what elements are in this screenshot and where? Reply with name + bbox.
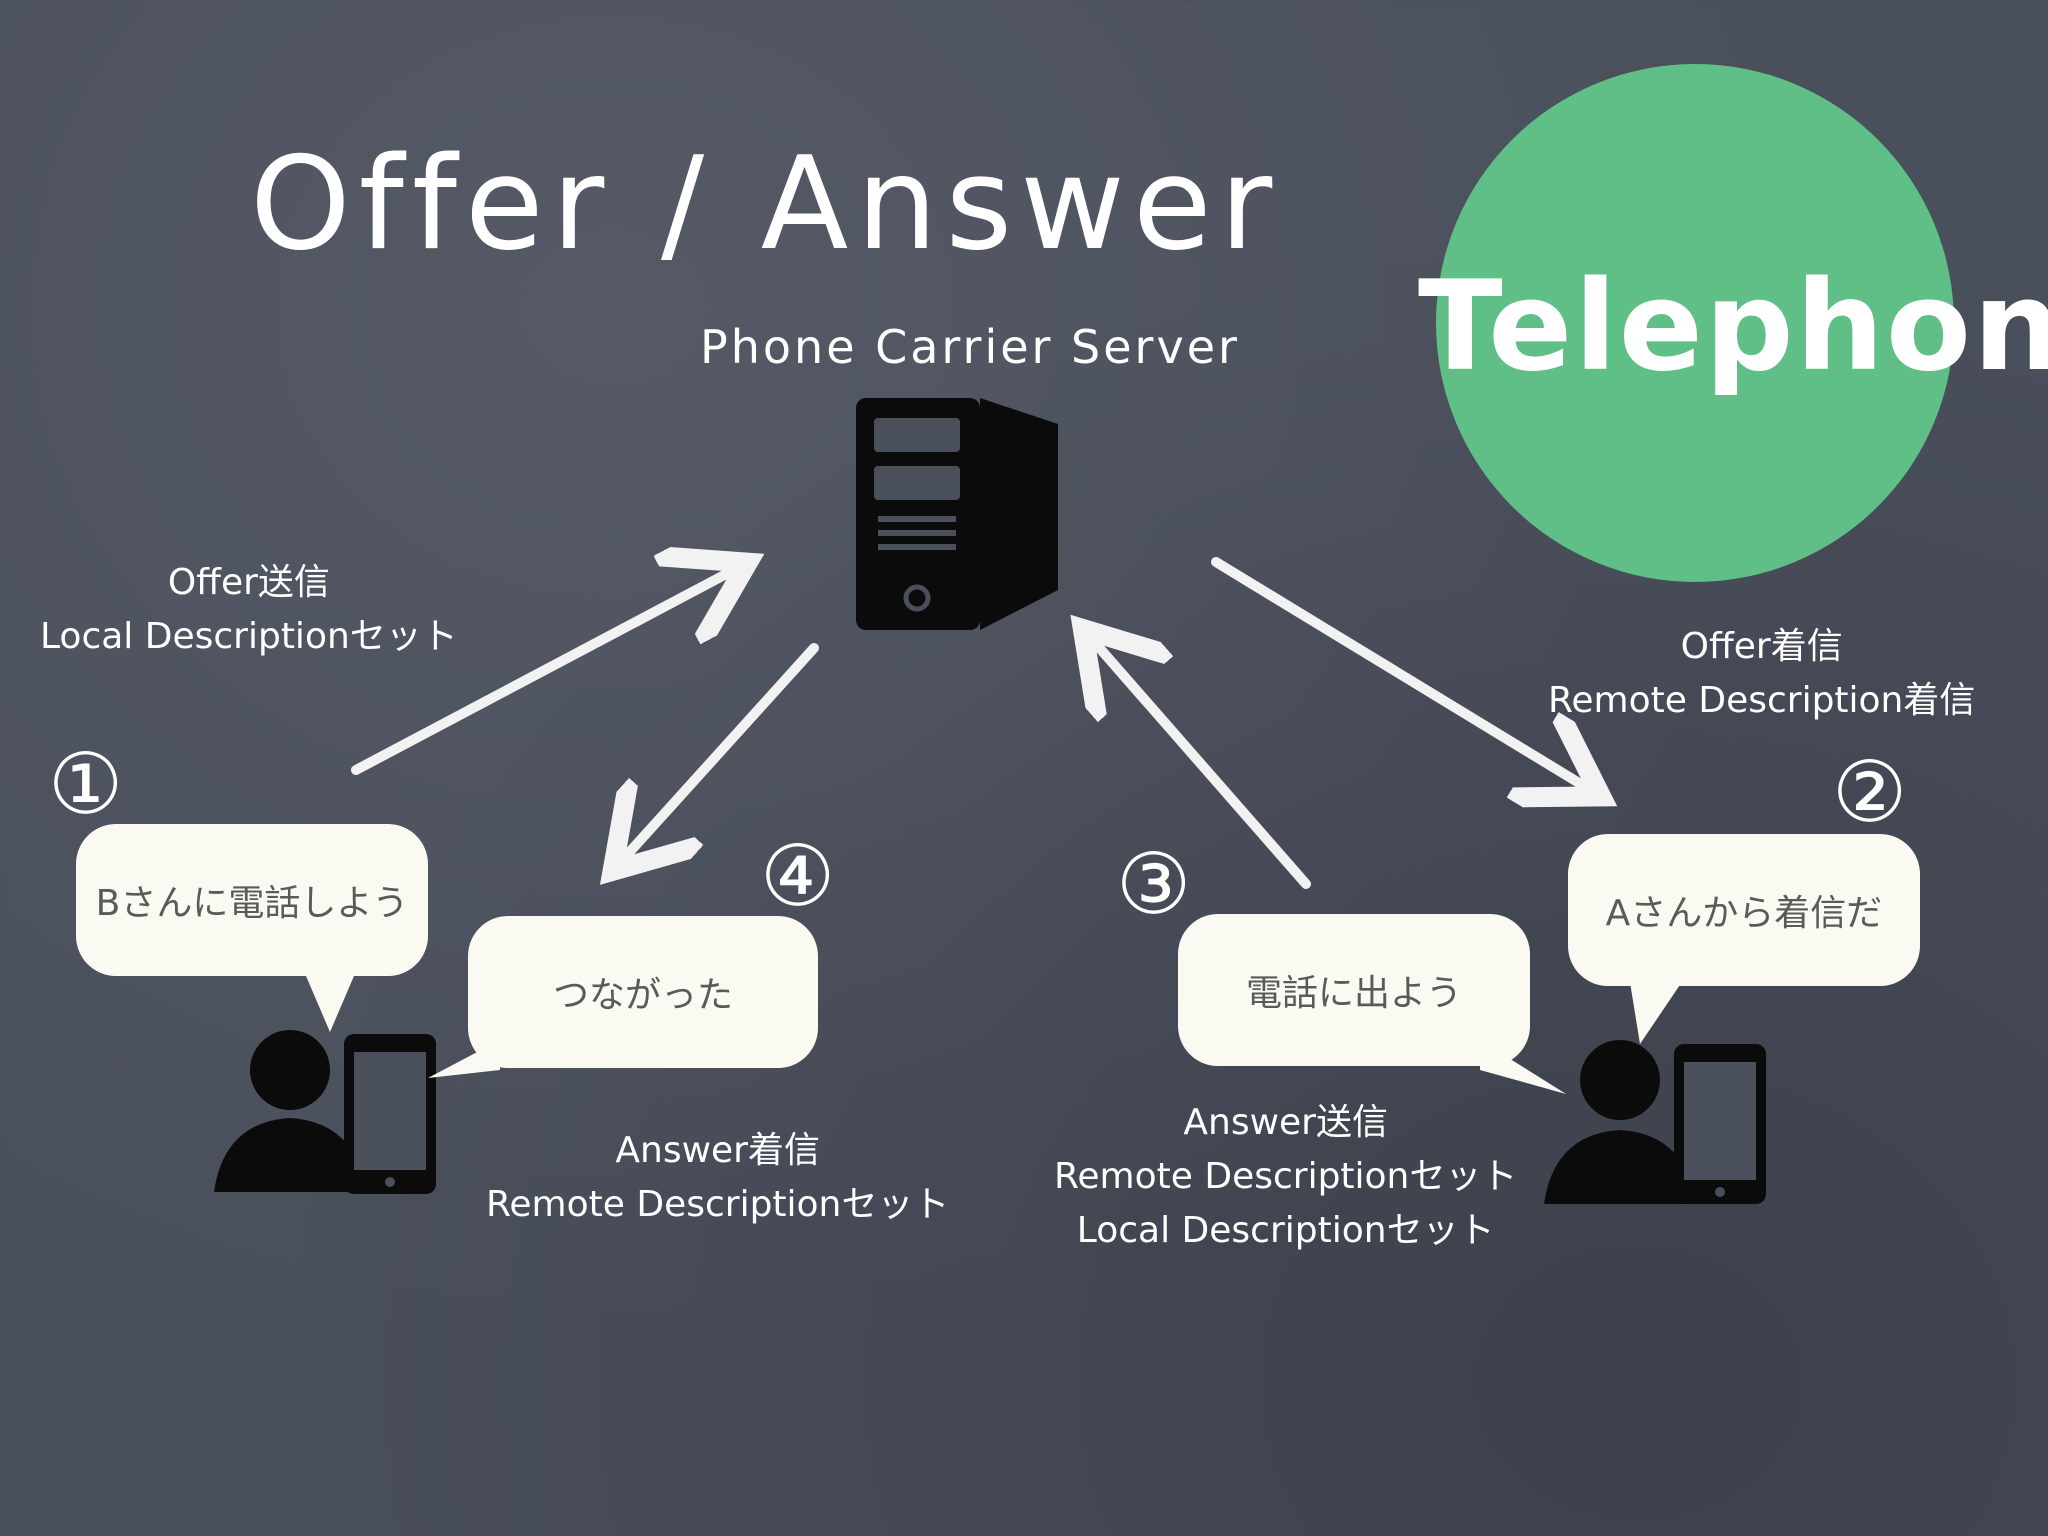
bubble-a-incoming: Aさんから着信だ — [1568, 834, 1920, 986]
bubble-tail-a-incoming — [1628, 970, 1690, 1044]
note-answer-receive: Answer着信 Remote Descriptionセット — [486, 1124, 949, 1232]
telephone-badge — [1436, 64, 1954, 582]
step-4: ④ — [760, 827, 836, 925]
note-line: Remote Descriptionセット — [1054, 1156, 1518, 1197]
arrow-answer-send — [1096, 644, 1311, 889]
arrow-offer-receive — [1211, 557, 1584, 786]
person-with-phone-icon-left — [214, 1030, 436, 1194]
telephone-badge-label: Telephone — [1418, 255, 2048, 399]
note-line: Local Descriptionセット — [1076, 1210, 1495, 1251]
note-line: Offer着信 — [1680, 626, 1843, 667]
note-line: Offer送信 — [167, 562, 330, 603]
server-tower-icon — [856, 398, 1058, 630]
page-title: Offer / Answer — [250, 130, 1281, 279]
step-1: ① — [48, 735, 124, 833]
note-line: Answer着信 — [615, 1130, 820, 1171]
bubble-connected: つながった — [468, 916, 818, 1068]
server-label: Phone Carrier Server — [700, 320, 1240, 374]
person-with-phone-icon-right — [1544, 1040, 1766, 1204]
note-offer-send: Offer送信 Local Descriptionセット — [40, 556, 458, 664]
arrow-answer-receive — [626, 643, 819, 856]
bubble-b-call: Bさんに電話しよう — [76, 824, 428, 976]
step-3: ③ — [1116, 835, 1192, 933]
arrow-offer-send — [351, 572, 730, 775]
step-2: ② — [1832, 743, 1908, 841]
note-offer-receive: Offer着信 Remote Description着信 — [1548, 620, 1975, 728]
bubble-tail-b-call — [300, 962, 360, 1032]
note-line: Answer送信 — [1183, 1102, 1388, 1143]
note-line: Remote Description着信 — [1548, 680, 1976, 721]
bubble-answer-phone: 電話に出よう — [1178, 914, 1530, 1066]
note-line: Local Descriptionセット — [40, 616, 458, 657]
note-line: Remote Descriptionセット — [486, 1184, 950, 1225]
note-answer-send: Answer送信 Remote Descriptionセット Local Des… — [1054, 1096, 1517, 1258]
